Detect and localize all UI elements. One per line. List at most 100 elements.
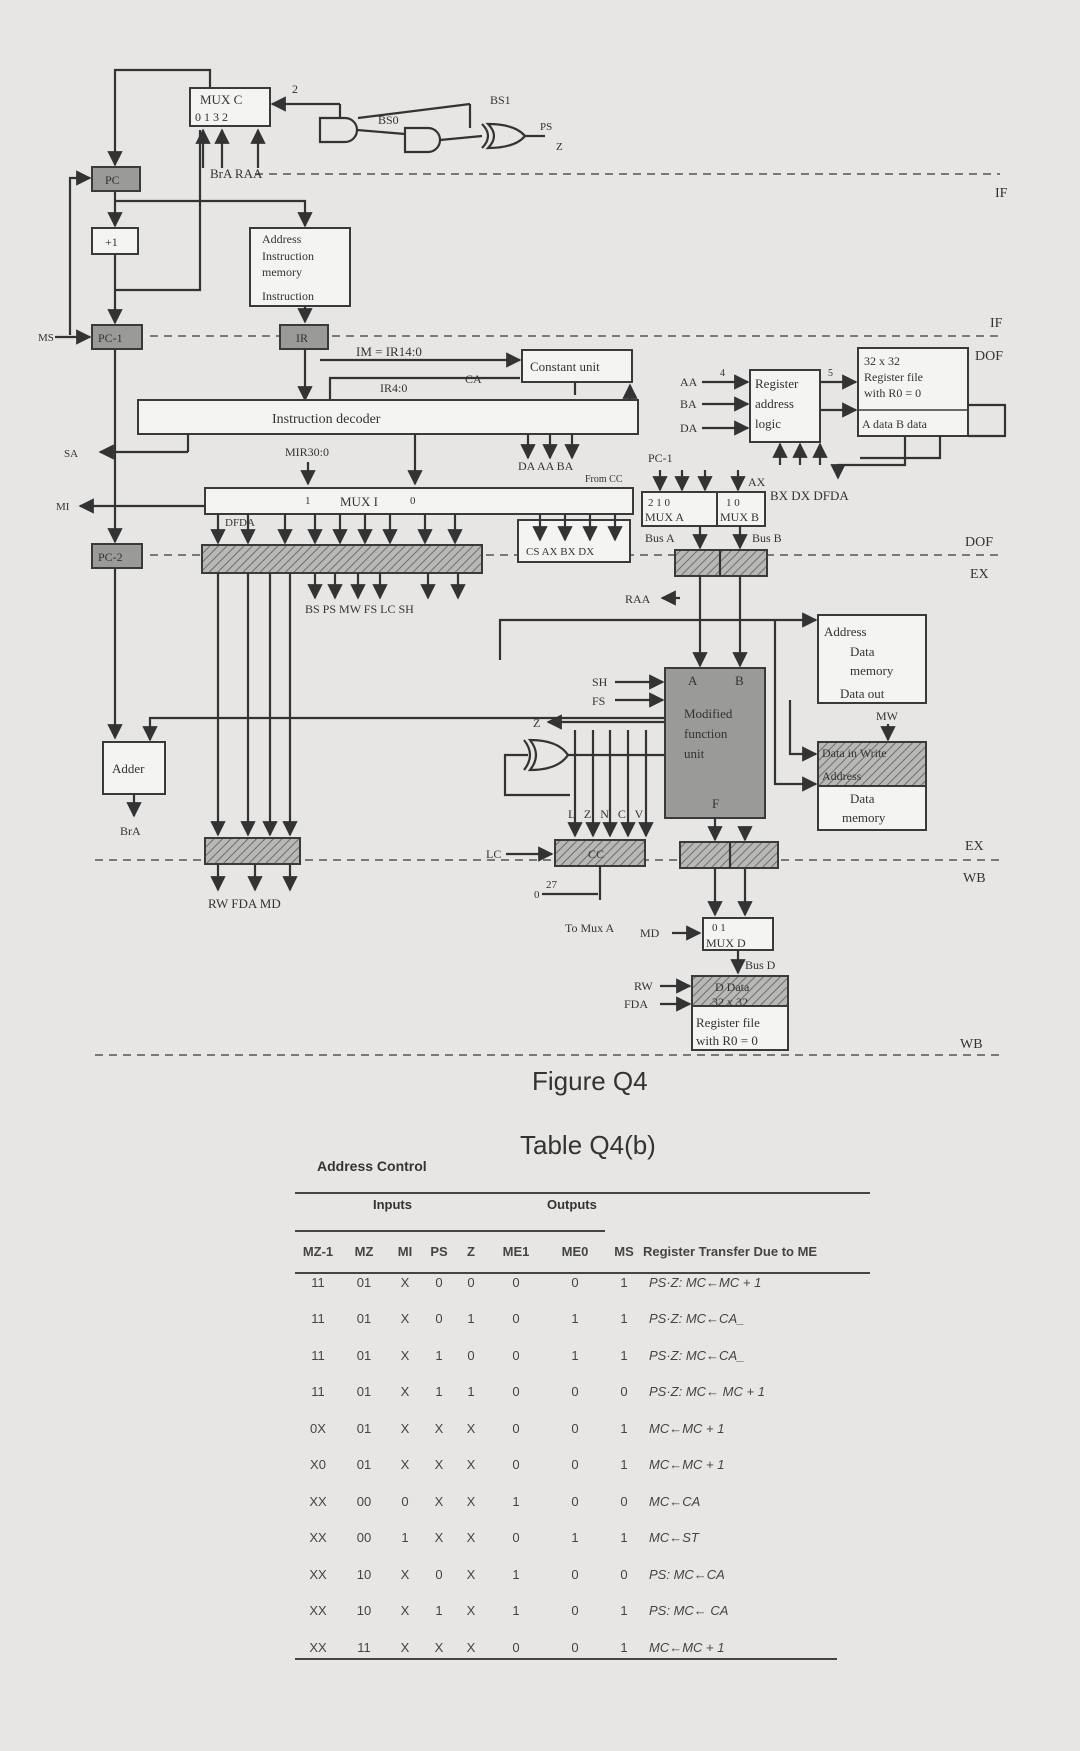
z-output-label: Z xyxy=(533,716,540,730)
regfile2-line4: with R0 = 0 xyxy=(696,1033,758,1048)
table-cell: 0 xyxy=(571,1566,579,1582)
table-cell: X xyxy=(466,1639,476,1655)
data-mem2-line2: Address xyxy=(822,769,862,783)
table-cell: X xyxy=(466,1603,476,1619)
table-cell: 0 xyxy=(512,1347,520,1363)
table-cell: 1 xyxy=(512,1603,520,1619)
table-cell: 01 xyxy=(356,1311,372,1327)
instr-mem-line1: Address xyxy=(262,232,302,246)
data-mem2-line4: memory xyxy=(842,810,886,825)
bra-raa-label: BrA RAA xyxy=(210,166,263,181)
bus-a-label: Bus A xyxy=(645,531,675,545)
stage-dof-1: DOF xyxy=(975,349,1003,364)
instr-mem-line2: Instruction xyxy=(262,249,314,263)
register-transfer-cell: MC←ST xyxy=(649,1530,699,1546)
mfu-b: B xyxy=(735,673,744,688)
sa-label: SA xyxy=(64,448,78,460)
xor-gate-branch xyxy=(481,122,527,150)
column-header: MI xyxy=(397,1243,413,1259)
table-cell: X xyxy=(434,1639,444,1655)
table-cell: X xyxy=(400,1639,410,1655)
table-cell: 11 xyxy=(311,1347,325,1363)
column-header: MZ xyxy=(354,1243,374,1259)
table-cell: 1 xyxy=(620,1457,628,1473)
adder-label: Adder xyxy=(112,761,145,776)
table-cell: 0 xyxy=(435,1566,443,1582)
table-cell: X xyxy=(434,1493,444,1509)
mux-i-in0: 0 xyxy=(410,495,416,507)
stage-if-2: IF xyxy=(990,316,1003,331)
table-cell: 1 xyxy=(435,1384,443,1400)
table-cell: 10 xyxy=(356,1566,372,1582)
table-cell: 1 xyxy=(571,1530,579,1546)
table-cell: X xyxy=(400,1603,410,1619)
table-cell: 0 xyxy=(571,1274,579,1290)
bx-dx-dfda-label: BX DX DFDA xyxy=(770,488,849,503)
regfile-line3: with R0 = 0 xyxy=(864,386,921,400)
register-transfer-cell: PS·Z: MC← MC + 1 xyxy=(649,1384,765,1400)
table-cell: 0X xyxy=(310,1420,326,1436)
instr-mem-line4: Instruction xyxy=(262,289,314,303)
table-cell: 0 xyxy=(571,1420,579,1436)
wb-control-register xyxy=(204,837,301,865)
mfu-line2: function xyxy=(684,726,728,741)
pc-register xyxy=(91,166,141,192)
control-pipeline-register xyxy=(201,544,483,574)
stage-if-1: IF xyxy=(995,186,1008,201)
table-cell: X xyxy=(466,1566,476,1582)
bs1-label: BS1 xyxy=(490,93,511,107)
bus-d-label: Bus D xyxy=(745,958,776,972)
stage-dof-2: DOF xyxy=(965,535,993,550)
table-cell: 10 xyxy=(356,1603,372,1619)
table-cell: XX xyxy=(309,1639,327,1655)
mux-c-select-width: 2 xyxy=(292,82,298,96)
ps-input-label: PS xyxy=(540,121,552,133)
stage-wb-1: WB xyxy=(963,871,986,886)
ir-register xyxy=(279,324,329,350)
data-mem2-line1: Data in Write xyxy=(822,746,887,760)
ba-label: BA xyxy=(680,397,697,411)
table-cell: 01 xyxy=(356,1420,372,1436)
ir-label: IR xyxy=(296,331,308,345)
regfile-line1: 32 x 32 xyxy=(864,354,900,368)
control-outputs-label: BS PS MW FS LC SH xyxy=(305,602,414,616)
data-mem-line1: Address xyxy=(824,624,867,639)
table-cell: 0 xyxy=(401,1493,409,1509)
reg-addr-line1: Register xyxy=(755,376,799,391)
register-transfer-cell: MC←MC + 1 xyxy=(649,1457,725,1473)
bus-b-label: Bus B xyxy=(752,531,782,545)
table-cell: XX xyxy=(309,1603,327,1619)
da-label: DA xyxy=(680,421,698,435)
plus-one-box xyxy=(91,227,139,255)
table-cell: 1 xyxy=(620,1639,628,1655)
table-cell: 0 xyxy=(467,1274,475,1290)
table-cell: X xyxy=(434,1457,444,1473)
table-cell: 01 xyxy=(356,1347,372,1363)
column-header: MS xyxy=(614,1243,634,1259)
pc-1-label: PC-1 xyxy=(98,331,123,345)
table-cell: 0 xyxy=(512,1384,520,1400)
bs0-label: BS0 xyxy=(378,113,399,127)
table-cell: 1 xyxy=(435,1347,443,1363)
table-cell: XX xyxy=(309,1566,327,1582)
im-label: IM = IR14:0 xyxy=(356,344,422,359)
rw-label: RW xyxy=(634,979,653,993)
table-cell: 1 xyxy=(512,1493,520,1509)
pipeline-arrows-down xyxy=(210,514,466,600)
md-label: MD xyxy=(640,926,660,940)
table-cell: X xyxy=(400,1347,410,1363)
bus-width-4: 4 xyxy=(720,368,725,379)
xor-gate-lc xyxy=(523,738,570,772)
mux-a-inputs: 2 1 0 xyxy=(648,497,671,509)
lc-label: LC xyxy=(486,847,501,861)
instruction-decoder xyxy=(137,399,639,435)
regfile2-line2: 32 x 32 xyxy=(712,995,748,1009)
table-cell: 1 xyxy=(401,1530,409,1546)
table-cell: 00 xyxy=(356,1493,372,1509)
column-header: Z xyxy=(467,1243,475,1259)
